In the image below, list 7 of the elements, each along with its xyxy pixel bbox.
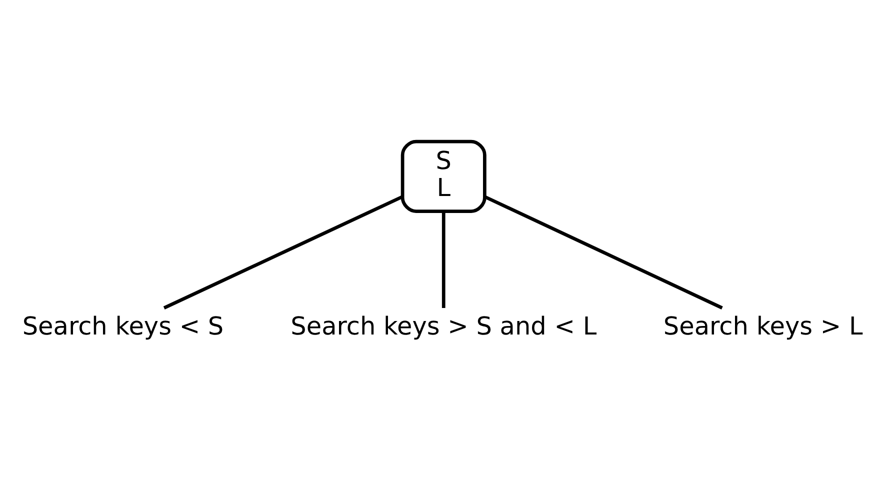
connector (484, 195, 723, 310)
node-text: Search keys < S (22, 312, 224, 341)
node-text: Search keys > L (663, 312, 863, 341)
node-box: S L (400, 140, 486, 213)
connector (442, 211, 446, 308)
node-text: Search keys > S and < L (290, 312, 597, 341)
connector (163, 195, 404, 310)
